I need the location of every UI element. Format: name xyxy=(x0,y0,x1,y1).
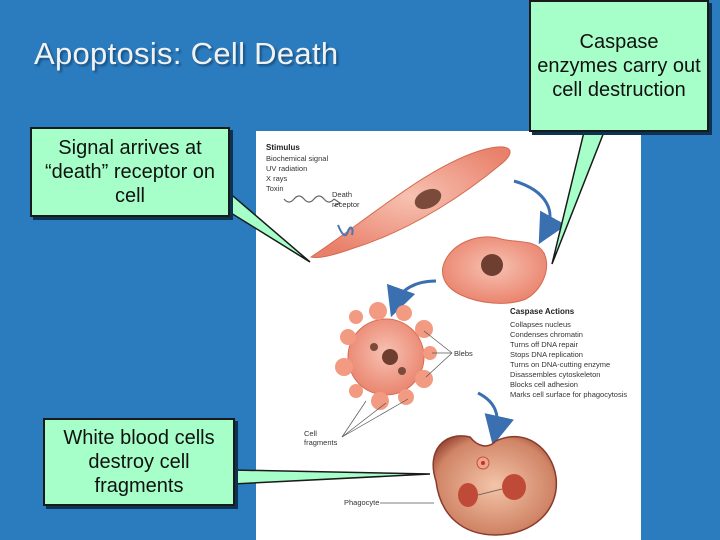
phagocyte-vesicle xyxy=(458,483,478,507)
blebbing-cell xyxy=(335,302,437,410)
caspase-callout-text: Caspase enzymes carry out cell destructi… xyxy=(537,30,701,102)
caspase-action-item: Turns off DNA repair xyxy=(510,340,578,349)
caspase-callout: Caspase enzymes carry out cell destructi… xyxy=(529,0,709,132)
caspase-actions-heading: Caspase Actions xyxy=(510,307,575,316)
arrow-step-2 xyxy=(396,281,436,303)
stimulus-list: Biochemical signal UV radiation X rays T… xyxy=(266,154,328,193)
cell-fragments-label-1: Cell xyxy=(304,429,317,438)
caspase-action-item: Condenses chromatin xyxy=(510,330,583,339)
caspase-action-item: Disassembles cytoskeleton xyxy=(510,370,600,379)
arrow-step-1 xyxy=(514,181,550,231)
phagocyte-cell xyxy=(433,436,556,535)
stimulus-item: Biochemical signal xyxy=(266,154,328,163)
death-receptor-label-1: Death xyxy=(332,190,352,199)
cell-fragments-label-2: fragments xyxy=(304,438,338,447)
caspase-action-item: Turns on DNA-cutting enzyme xyxy=(510,360,610,369)
wbc-callout-text: White blood cells destroy cell fragments xyxy=(51,426,227,498)
caspase-action-item: Marks cell surface for phagocytosis xyxy=(510,390,627,399)
caspase-actions-list: Collapses nucleus Condenses chromatin Tu… xyxy=(510,320,627,399)
stimulus-heading: Stimulus xyxy=(266,143,300,152)
slide-title: Apoptosis: Cell Death xyxy=(34,36,338,72)
signal-wave xyxy=(284,196,334,202)
stimulus-item: UV radiation xyxy=(266,164,307,173)
stimulus-item: Toxin xyxy=(266,184,284,193)
caspase-action-item: Blocks cell adhesion xyxy=(510,380,578,389)
engulfed-fragment-core xyxy=(481,461,485,465)
stimulus-item: X rays xyxy=(266,174,288,183)
caspase-action-item: Collapses nucleus xyxy=(510,320,571,329)
white-blood-cell-callout: White blood cells destroy cell fragments xyxy=(43,418,235,506)
caspase-action-item: Stops DNA replication xyxy=(510,350,583,359)
condensed-nucleus xyxy=(481,254,503,276)
death-receptor-label-2: receptor xyxy=(332,200,360,209)
blebs-label: Blebs xyxy=(454,349,473,358)
apoptosis-diagram: Stimulus Biochemical signal UV radiation… xyxy=(256,131,641,540)
signal-callout-text: Signal arrives at “death” receptor on ce… xyxy=(38,136,222,208)
phagocyte-vesicle xyxy=(502,474,526,500)
signal-callout: Signal arrives at “death” receptor on ce… xyxy=(30,127,230,217)
arrow-step-3 xyxy=(478,393,497,431)
phagocyte-label: Phagocyte xyxy=(344,498,379,507)
